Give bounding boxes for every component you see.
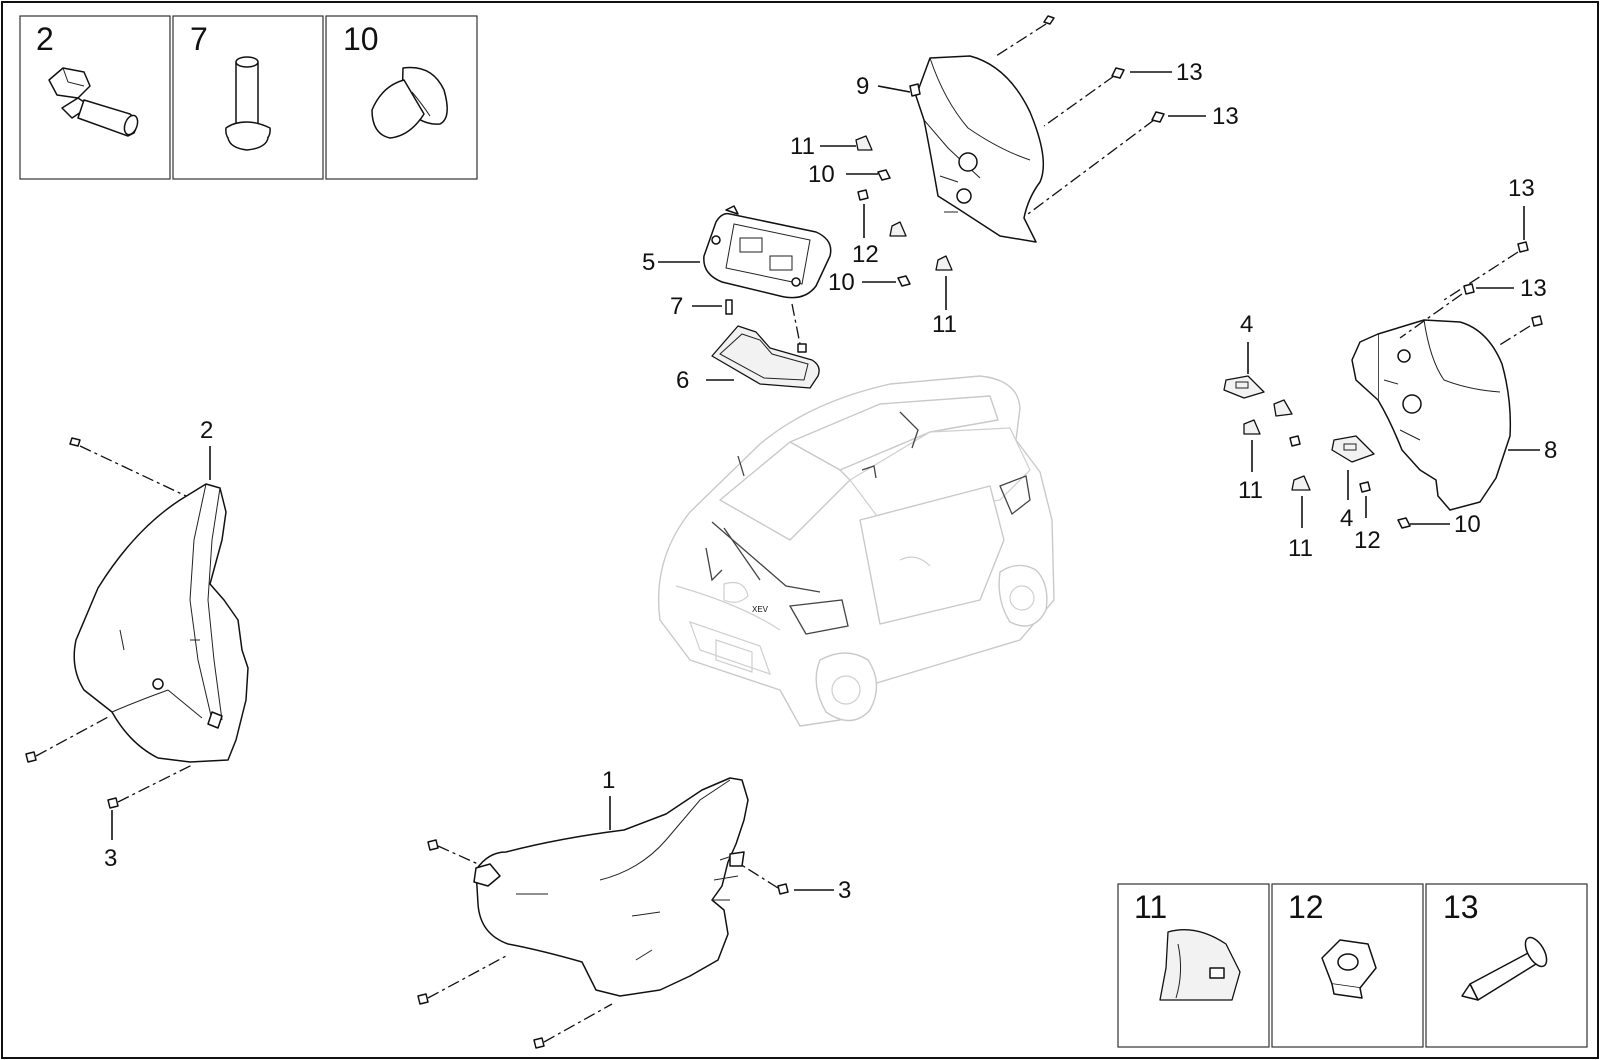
callout-9: 9 <box>856 73 869 100</box>
part-2-headlamp <box>73 483 249 763</box>
part-1-front-lamp <box>473 777 749 997</box>
callout-11-right-a: 11 <box>1238 477 1263 504</box>
inset-2-number: 2 <box>36 21 54 57</box>
callout-10-mid: 10 <box>828 269 855 296</box>
plate-lamp-4-upper <box>1223 375 1265 399</box>
inset-7-box: 7 <box>172 15 324 180</box>
inset-2-box: 2 <box>19 15 171 180</box>
callout-4-lower: 4 <box>1340 505 1353 532</box>
callout-10-upper: 10 <box>808 161 835 188</box>
callout-6: 6 <box>676 367 689 394</box>
callout-3-left: 3 <box>104 845 117 872</box>
callout-7: 7 <box>670 293 683 320</box>
inset-10-box: 10 <box>325 15 478 180</box>
callout-11-upper: 11 <box>790 133 815 160</box>
callout-13-c: 13 <box>1508 175 1535 202</box>
clip-11-upper <box>855 135 873 151</box>
push-clip-icon <box>371 66 448 139</box>
callout-1: 1 <box>602 767 615 794</box>
callout-12-right: 12 <box>1354 527 1381 554</box>
part-5-interior-lamp <box>703 205 832 299</box>
screw-1-top <box>427 839 479 865</box>
screw-13-top <box>995 15 1055 57</box>
clip-11-right-b <box>1243 419 1261 435</box>
screw-icon <box>1461 936 1548 1001</box>
callout-10-right: 10 <box>1454 511 1481 538</box>
clip-10-right-b <box>1397 517 1411 529</box>
clip-10-right-a <box>1289 435 1301 447</box>
inset-13-number: 13 <box>1443 889 1479 925</box>
screw-3-left <box>107 763 195 809</box>
hex-nut-icon <box>1321 939 1377 999</box>
clip-11-right-c <box>1291 475 1311 491</box>
clip-10-mid <box>897 275 911 287</box>
inset-10-number: 10 <box>343 21 379 57</box>
callout-4-upper: 4 <box>1240 311 1253 338</box>
part-8-tail-lamp <box>1351 319 1512 511</box>
part-9-tail-lamp <box>909 55 1045 243</box>
callout-11-right-b: 11 <box>1288 535 1313 562</box>
callout-3-right: 3 <box>838 877 851 904</box>
callout-13-d: 13 <box>1520 275 1547 302</box>
clip-nut-icon <box>1159 929 1241 1001</box>
callout-12-upper: 12 <box>852 241 879 268</box>
screw-13-right-a <box>1043 67 1125 127</box>
dash-lamp-screw <box>791 303 801 345</box>
clip-11-lower <box>935 255 953 271</box>
callout-13-a: 13 <box>1176 59 1203 86</box>
screw-8-mid <box>1399 283 1475 339</box>
screw-8-right <box>1497 315 1543 347</box>
callout-8: 8 <box>1544 437 1557 464</box>
inset-11-box: 11 <box>1117 883 1270 1048</box>
vehicle-outline: XEV <box>657 375 1055 727</box>
screw-2-top <box>69 437 187 497</box>
callout-11-mid: 11 <box>932 311 957 338</box>
screw-1-bottom <box>533 1003 613 1049</box>
callout-2: 2 <box>200 417 213 444</box>
inset-7-number: 7 <box>190 21 208 57</box>
screw-3-right <box>739 863 789 895</box>
stud-7-small <box>725 299 733 315</box>
vehicle-badge: XEV <box>752 605 769 614</box>
inset-12-box: 12 <box>1271 883 1424 1048</box>
screw-8-top <box>1443 241 1529 301</box>
screw-2-left <box>25 715 111 763</box>
clip-11-mid <box>889 221 907 237</box>
screw-1-left <box>417 955 507 1005</box>
part-6-lens <box>711 325 820 389</box>
clip-10-upper <box>877 169 891 181</box>
stud-bolt-icon <box>225 56 271 151</box>
screw-13-right-b <box>1027 111 1165 215</box>
clip-11-right-a <box>1273 399 1293 417</box>
inset-12-number: 12 <box>1288 889 1324 925</box>
screw-lamp-small <box>797 343 807 353</box>
inset-13-box: 13 <box>1425 883 1588 1048</box>
nut-12-right <box>1359 481 1371 493</box>
plate-lamp-4-lower <box>1331 435 1375 463</box>
flange-bolt-icon <box>48 67 139 137</box>
callout-5: 5 <box>642 249 655 276</box>
inset-11-number: 11 <box>1134 889 1167 925</box>
nut-12-upper <box>857 189 869 201</box>
leader-lines <box>111 71 1540 891</box>
callout-13-b: 13 <box>1212 103 1239 130</box>
